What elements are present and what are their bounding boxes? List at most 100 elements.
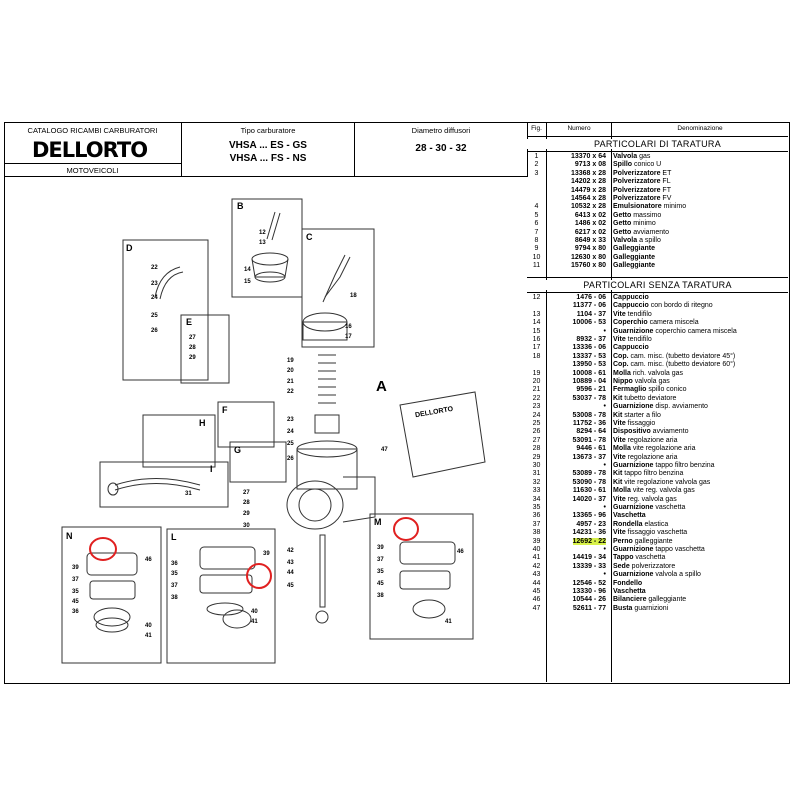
svg-text:23: 23	[151, 281, 158, 287]
row-denomination-bold: Emulsionatore	[613, 203, 662, 211]
row-denomination: Vite fissaggio vaschetta	[613, 529, 687, 537]
row-denomination-bold: Kit	[613, 411, 623, 419]
section2-rule-top	[527, 277, 788, 278]
row-denomination: Vite regolazione aria	[613, 437, 677, 445]
row-number: 53090 - 78	[546, 479, 606, 487]
svg-text:36: 36	[171, 561, 178, 567]
svg-text:41: 41	[145, 633, 152, 639]
row-denomination: Emulsionatore minimo	[613, 203, 686, 211]
row-fig: 44	[532, 579, 541, 587]
row-fig: 41	[532, 554, 541, 562]
svg-text:28: 28	[189, 345, 196, 351]
svg-text:19: 19	[287, 358, 294, 364]
row-number: 11377 - 06	[546, 302, 606, 310]
svg-text:23: 23	[287, 417, 294, 423]
svg-text:45: 45	[377, 581, 384, 587]
row-fig: 1	[534, 153, 539, 160]
row-denomination: Molla vite reg. valvola gas	[613, 487, 695, 495]
row-denomination: Cappuccio	[613, 344, 649, 352]
header-type-cell	[182, 122, 355, 177]
row-number-text: 13673 - 37	[572, 453, 606, 461]
section-label-i: I	[210, 464, 213, 474]
row-denomination-bold: Cop.	[613, 352, 629, 360]
svg-text:38: 38	[171, 595, 178, 601]
category-label: MOTOVEICOLI	[4, 163, 181, 175]
type-line-2: VHSA ... FS - NS	[229, 153, 307, 164]
row-denomination-rest: galleggiante	[632, 537, 673, 545]
table-row: 19 10008 - 61 Molla rich. valvola gas	[527, 370, 788, 378]
section-label-g: G	[234, 445, 242, 455]
row-denomination: Bilanciere galleggiante	[613, 596, 686, 604]
row-denomination: Guarnizione vaschetta	[613, 504, 685, 512]
svg-text:39: 39	[72, 565, 79, 571]
row-denomination: Rondella elastica	[613, 521, 668, 529]
svg-text:38: 38	[377, 593, 384, 599]
row-denomination: Fondello	[613, 580, 642, 588]
row-denomination-bold: Getto	[613, 220, 632, 228]
row-number: 9596 - 21	[546, 386, 606, 394]
row-fig: 19	[532, 369, 541, 377]
row-denomination-bold: Fermaglio	[613, 386, 647, 394]
row-number: 9446 - 61	[546, 445, 606, 453]
header-diam-cell	[355, 122, 528, 177]
row-denomination: Polverizzatore FL	[613, 178, 671, 186]
row-denomination-bold: Polverizzatore	[613, 178, 661, 186]
row-denomination: Polverizzatore FV	[613, 195, 671, 203]
row-denomination-bold: Polverizzatore	[613, 195, 661, 202]
row-number-text: •	[603, 546, 606, 553]
row-fig: 18	[532, 352, 541, 360]
row-number-text: 13368 x 28	[570, 169, 606, 177]
row-denomination-bold: Kit	[613, 394, 623, 402]
row-number-text: 9596 - 21	[576, 386, 606, 394]
row-denomination-bold: Valvola	[613, 153, 638, 160]
svg-text:30: 30	[243, 523, 250, 529]
row-fig: 28	[532, 445, 541, 453]
table-row: 30•Guarnizione tappo filtro benzina	[527, 462, 788, 470]
svg-text:25: 25	[287, 441, 294, 447]
row-number: 53091 - 78	[546, 437, 606, 445]
row-fig: 33	[532, 487, 541, 495]
type-line-1: VHSA ... ES - GS	[229, 140, 307, 151]
row-denomination: Vite fissaggio	[613, 420, 655, 428]
svg-text:12: 12	[259, 230, 266, 236]
row-denomination-rest: avviamento	[650, 428, 689, 436]
table-header-rule	[527, 136, 788, 137]
row-denomination-bold: Vite	[613, 310, 626, 318]
svg-text:28: 28	[243, 500, 250, 506]
table-row: 35•Guarnizione vaschetta	[527, 504, 788, 512]
row-denomination-bold: Perno	[613, 537, 633, 545]
row-number: 10008 - 61	[546, 370, 606, 378]
svg-text:35: 35	[377, 569, 384, 575]
svg-text:35: 35	[72, 589, 79, 595]
row-denomination: Molla rich. valvola gas	[613, 370, 683, 378]
row-number-text: •	[603, 462, 606, 469]
row-number: 4957 - 23	[546, 521, 606, 529]
row-fig: 2	[534, 161, 539, 169]
row-denomination-bold: Getto	[613, 211, 632, 219]
row-number-text: 10532 x 28	[570, 203, 606, 211]
row-denomination-bold: Sede	[613, 562, 630, 570]
row-denomination-bold: Galleggiante	[613, 262, 656, 270]
row-number-text: 11377 - 06	[572, 302, 606, 310]
row-number-text: 13337 - 53	[572, 352, 606, 360]
row-number-text: 8294 - 64	[576, 428, 606, 436]
row-number-text: 8649 x 33	[574, 237, 606, 244]
svg-text:46: 46	[457, 549, 464, 555]
row-number: 13950 - 53	[546, 361, 606, 369]
row-fig: 31	[532, 470, 541, 478]
row-fig: 35	[532, 504, 541, 511]
section-title-taratura: PARTICOLARI DI TARATURA	[527, 139, 788, 149]
section1-rule	[527, 151, 788, 152]
row-denomination-rest: cam. misc. (tubetto deviatore 60°)	[628, 361, 736, 369]
row-number-text: 1486 x 02	[574, 220, 606, 228]
